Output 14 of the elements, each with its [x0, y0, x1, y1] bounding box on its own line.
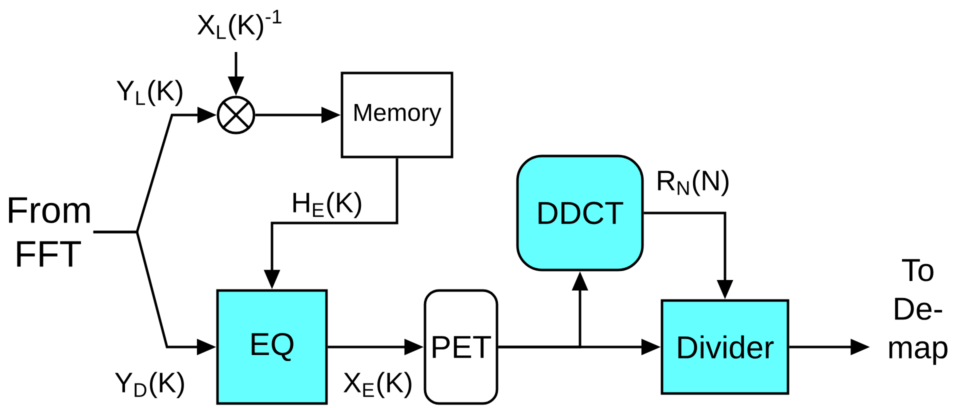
edge-label: Y$_{L}$(K)	[116, 80, 182, 106]
multiplier-circle	[216, 96, 256, 134]
edge-label: Y$_{D}$(K)	[114, 372, 184, 398]
block-box: PET	[424, 289, 498, 405]
edge-label: R$_{N}$(N)	[658, 170, 728, 196]
io-label: From FFT	[9, 197, 90, 267]
edge-label: X$_{L}$(K)$^{-1}$	[197, 10, 282, 40]
edge-label: H$_{E}$(K)	[293, 192, 362, 218]
edge-label: X$_{E}$(K)	[344, 372, 412, 398]
block-box: EQ	[216, 289, 328, 405]
io-label: To De-map	[889, 259, 948, 365]
block-box: Divider	[660, 299, 790, 395]
block-box: Memory	[340, 72, 454, 158]
block-box: DDCT	[516, 154, 644, 272]
